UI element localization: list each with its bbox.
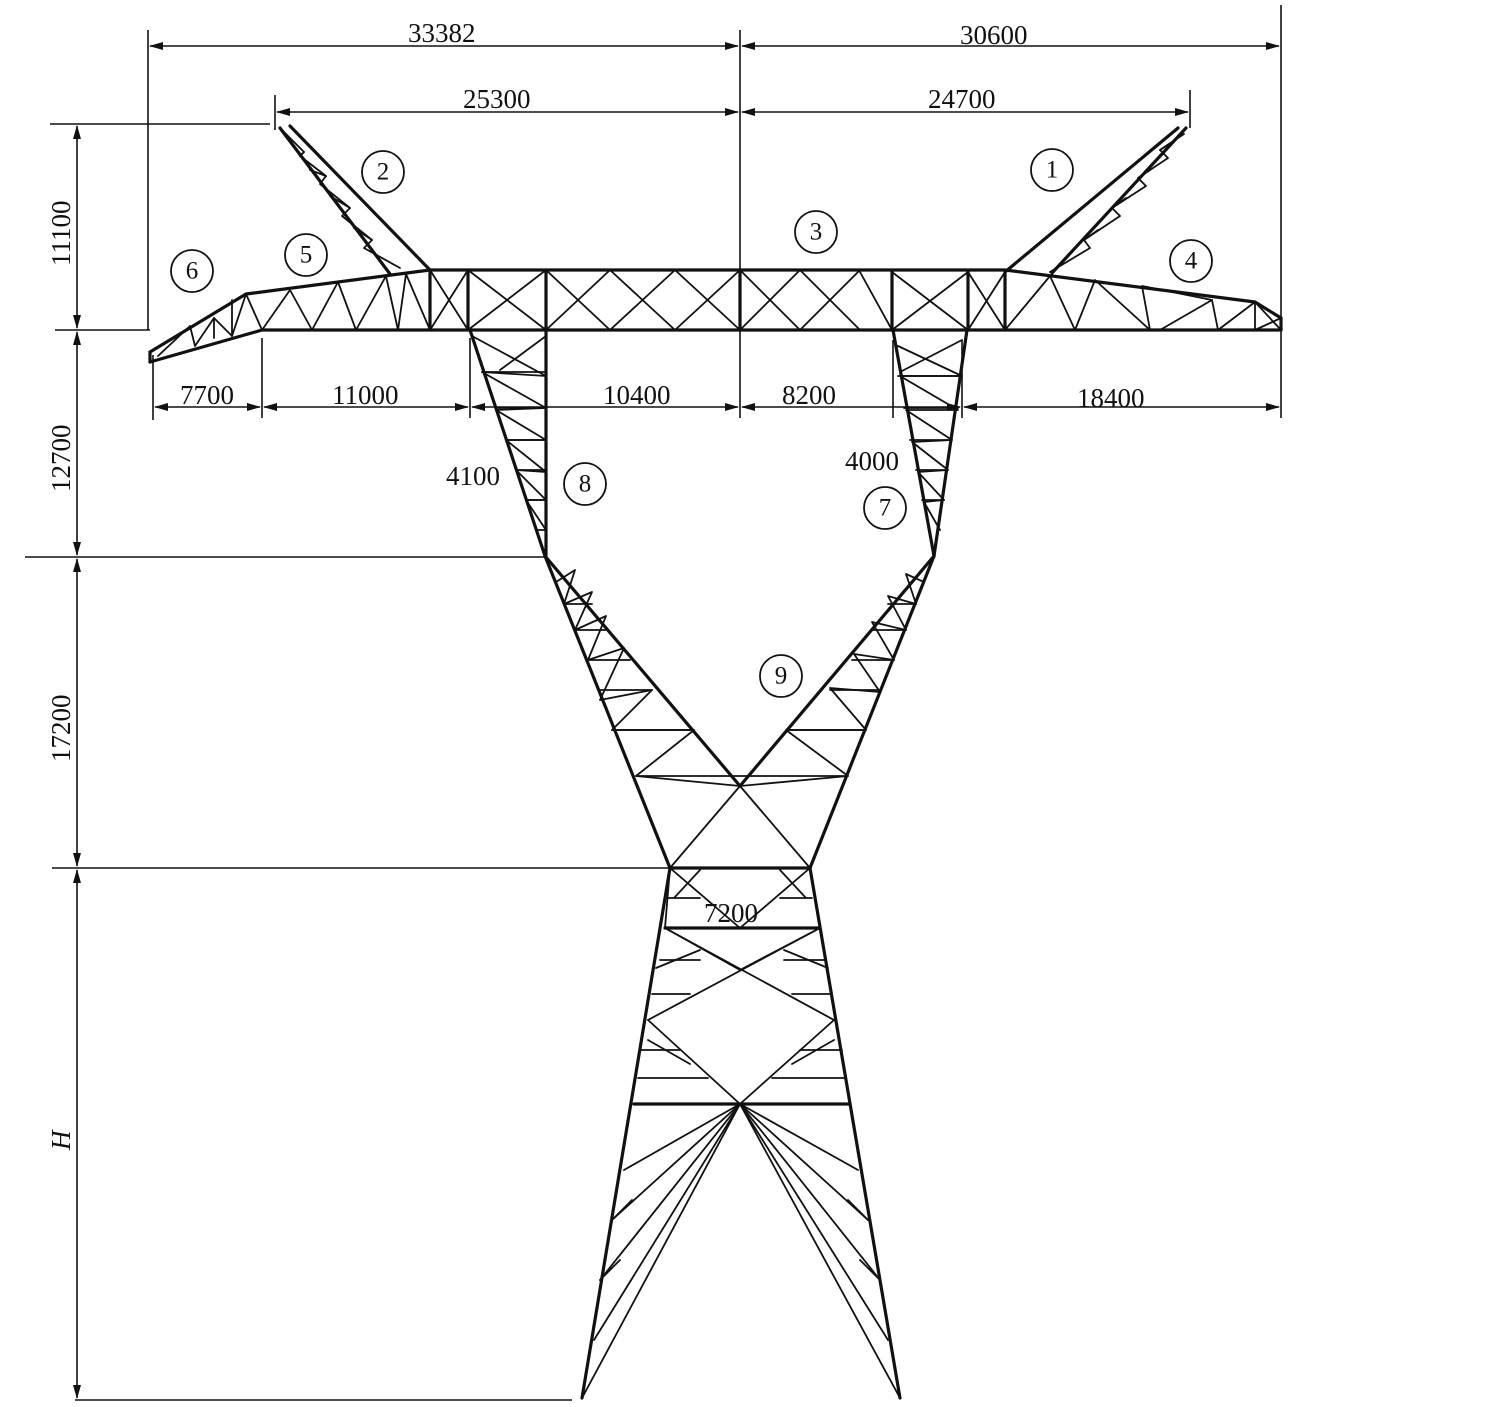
dimension-labels: 33382 30600 25300 24700 7700 11000 10400… <box>46 18 1145 1151</box>
dim-upper-left: 25300 <box>463 84 531 114</box>
dim-top-right: 30600 <box>960 20 1028 50</box>
svg-text:9: 9 <box>775 663 788 690</box>
svg-text:7: 7 <box>879 495 892 522</box>
svg-text:1: 1 <box>1046 157 1059 184</box>
member-label-9: 9 <box>759 654 803 698</box>
member-label-8: 8 <box>563 462 607 506</box>
dim-height-17200: 17200 <box>46 695 76 763</box>
dim-upper-right: 24700 <box>928 84 996 114</box>
svg-text:8: 8 <box>579 471 592 498</box>
dim-leg-left: 4100 <box>446 461 500 491</box>
dim-8200: 8200 <box>782 380 836 410</box>
dim-height-12700: 12700 <box>46 425 76 493</box>
dim-leg-right: 4000 <box>845 446 899 476</box>
tower-structure <box>148 124 1283 1400</box>
tower-body-lower <box>580 866 902 1400</box>
svg-text:4: 4 <box>1185 248 1198 275</box>
member-label-5: 5 <box>284 233 328 277</box>
dim-height-11100: 11100 <box>46 201 76 267</box>
svg-text:6: 6 <box>186 258 199 285</box>
member-label-4: 4 <box>1169 239 1213 283</box>
svg-text:5: 5 <box>300 242 313 269</box>
member-labels: 1 2 3 4 5 6 7 8 <box>170 148 1213 698</box>
member-label-6: 6 <box>170 249 214 293</box>
member-label-2: 2 <box>361 150 405 194</box>
dim-height-h: H <box>46 1129 76 1151</box>
member-label-3: 3 <box>794 210 838 254</box>
dim-11000: 11000 <box>332 380 399 410</box>
member-8-left-leg <box>468 328 548 558</box>
member-4-web <box>1004 275 1282 331</box>
member-3-central-truss <box>428 268 1007 332</box>
dim-18400: 18400 <box>1077 383 1145 413</box>
member-1-earthwire-peak <box>1003 126 1188 275</box>
member-6-5-web <box>157 273 431 357</box>
dim-10400: 10400 <box>603 380 671 410</box>
dim-top-left: 33382 <box>408 18 476 48</box>
member-9-waist <box>543 554 936 870</box>
member-label-7: 7 <box>863 486 907 530</box>
dim-7700: 7700 <box>180 380 234 410</box>
dimension-lines <box>25 5 1282 1401</box>
member-2-earthwire-peak <box>278 124 432 276</box>
member-7-right-leg <box>891 328 969 558</box>
member-label-1: 1 <box>1030 148 1074 192</box>
dim-waist: 7200 <box>704 898 758 928</box>
svg-text:3: 3 <box>810 219 823 246</box>
svg-text:2: 2 <box>377 159 390 186</box>
